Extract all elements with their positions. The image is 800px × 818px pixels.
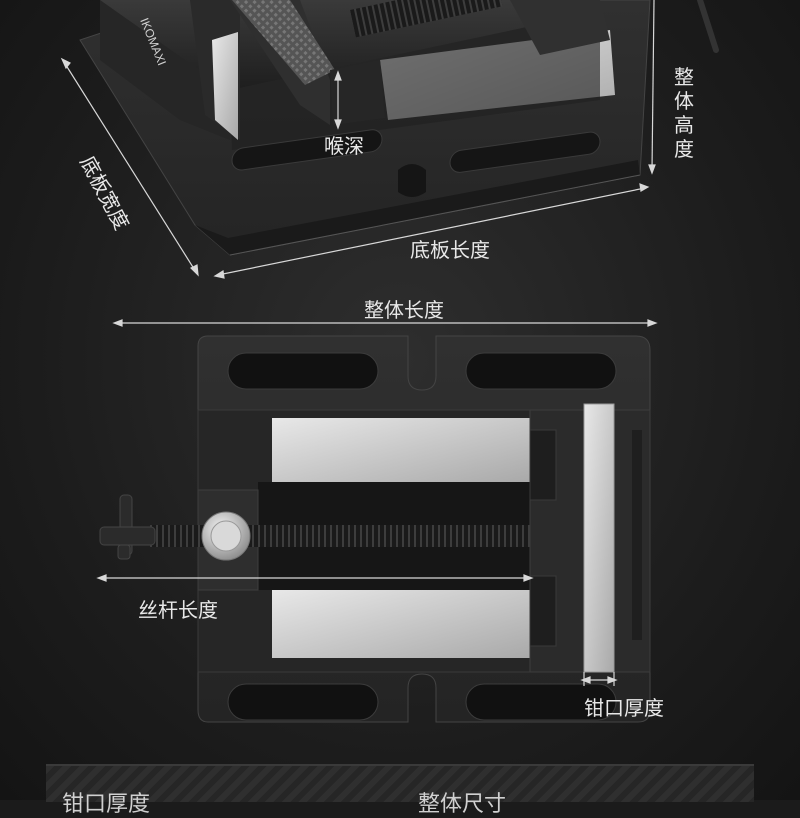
slot-top-left xyxy=(227,352,379,390)
base-length-label: 底板长度 xyxy=(410,240,490,262)
slot-top-right xyxy=(465,352,617,390)
lead-screw xyxy=(350,0,503,38)
slot-bottom-right xyxy=(465,683,617,721)
jaw-plate xyxy=(583,403,615,673)
overall-length-label: 整体长度 xyxy=(364,300,444,322)
slot-bottom-left xyxy=(227,683,379,721)
vise-perspective-view: IKOMAXI xyxy=(79,0,719,256)
handle xyxy=(697,0,719,53)
screw-length-label: 丝杆长度 xyxy=(138,600,218,622)
spec-jaw-thickness-label: 钳口厚度 xyxy=(62,791,151,816)
throat-depth-label: 喉深 xyxy=(324,136,364,158)
overall-height-label: 整体高度 xyxy=(674,67,694,161)
silver-pad-bottom xyxy=(272,590,530,658)
top-dimension-lines xyxy=(60,0,658,327)
spec-overall-size-label: 整体尺寸 xyxy=(418,791,507,816)
silver-pad-top xyxy=(272,418,530,482)
vise-top-view xyxy=(99,335,651,723)
bottom-dimension-lines xyxy=(96,574,618,686)
spec-bar xyxy=(46,764,754,802)
base-slot xyxy=(231,129,383,171)
vise-illustration: IKOMAXI xyxy=(60,0,719,723)
jaw-thickness-label: 钳口厚度 xyxy=(584,698,664,720)
